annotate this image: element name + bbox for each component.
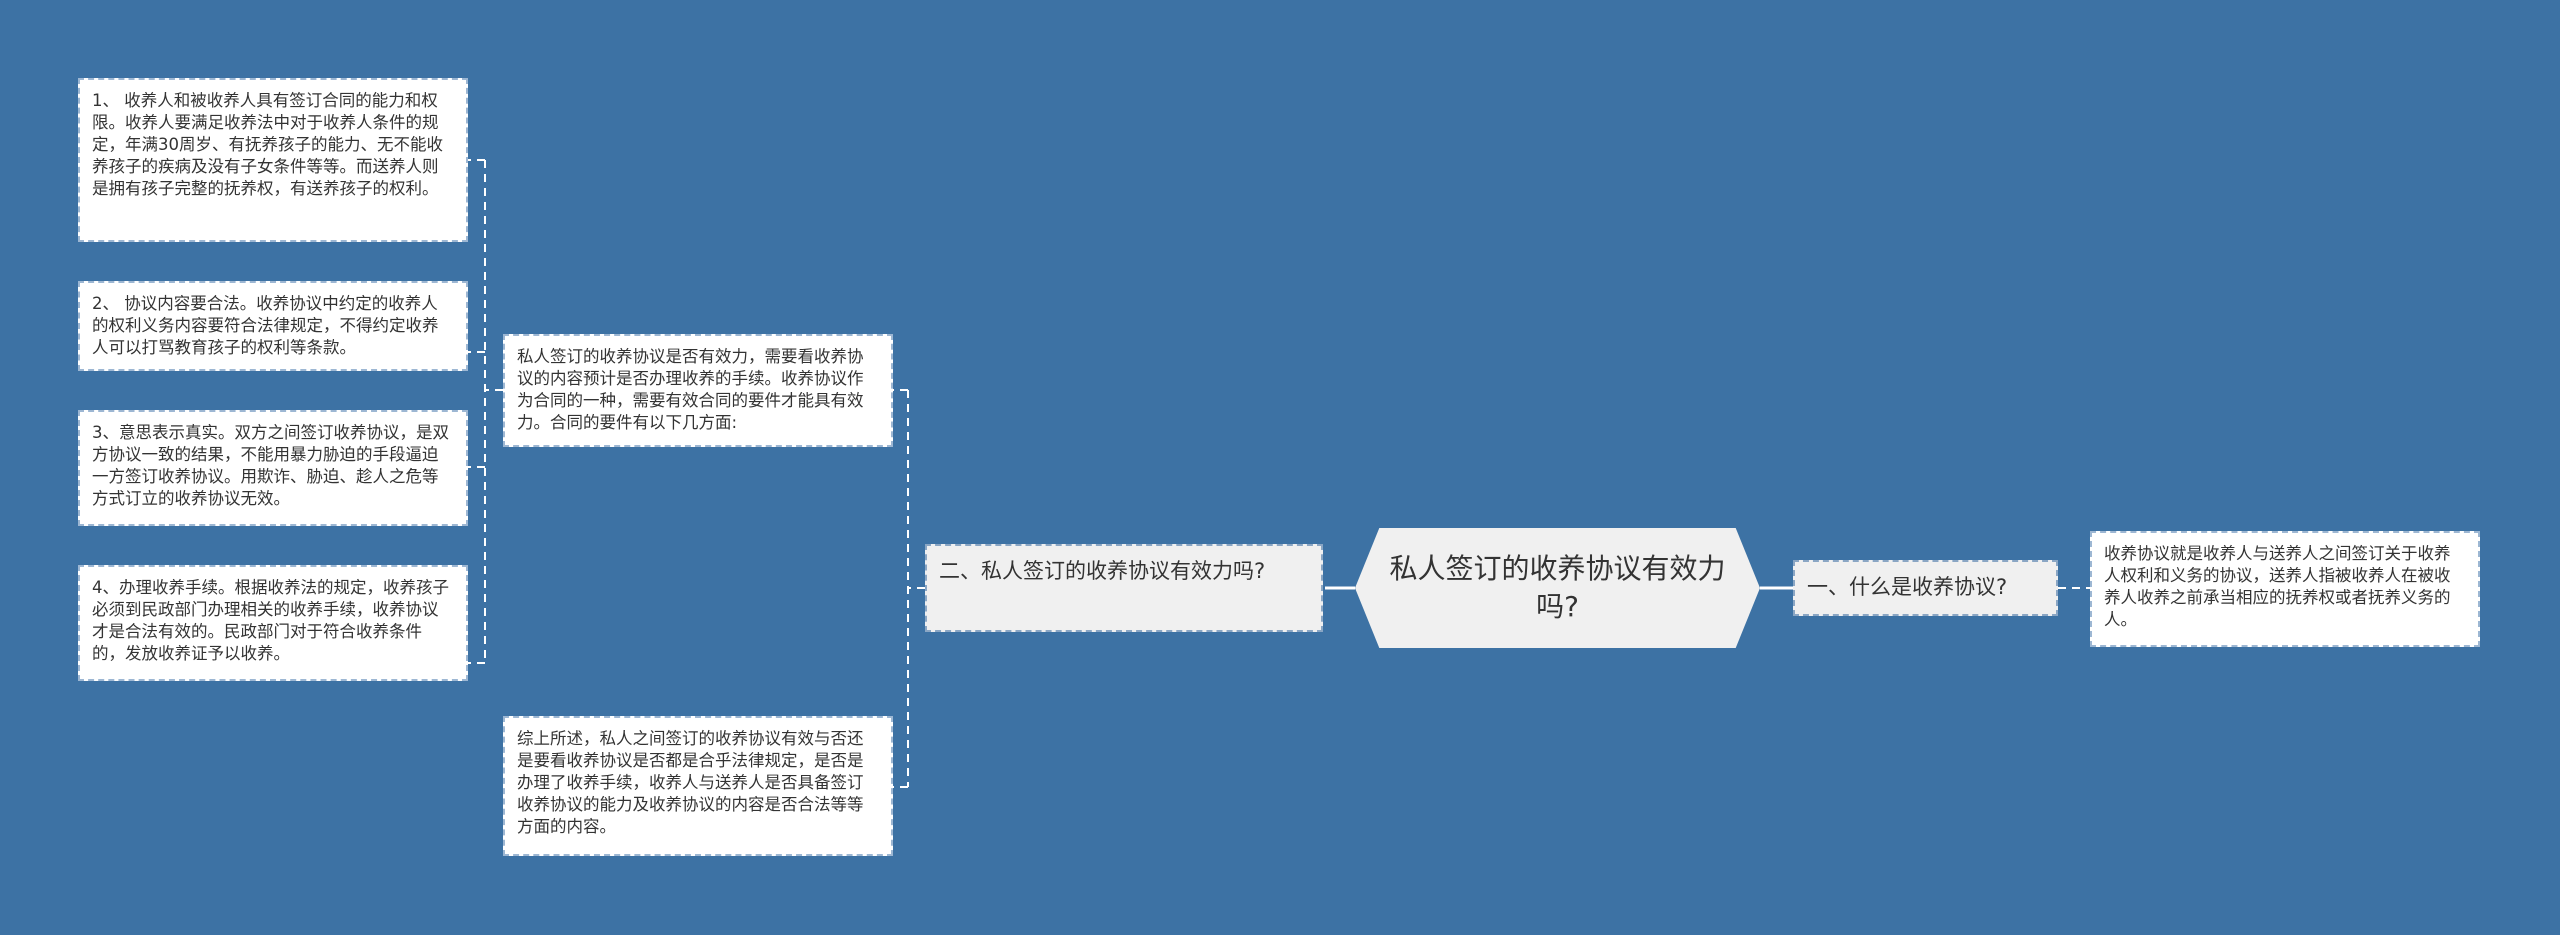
leaf-text: 私人签订的收养协议是否有效力，需要看收养协议的内容预计是否办理收养的手续。收养协…: [517, 347, 864, 432]
leaf-text: 4、办理收养手续。根据收养法的规定，收养孩子必须到民政部门办理相关的收养手续，收…: [92, 578, 449, 663]
branch-is-private-agreement-valid[interactable]: 二、私人签订的收养协议有效力吗?: [925, 544, 1323, 632]
leaf-requirement-4-procedures[interactable]: 4、办理收养手续。根据收养法的规定，收养孩子必须到民政部门办理相关的收养手续，收…: [78, 565, 468, 681]
root-topic-node[interactable]: 私人签订的收养协议有效力吗?: [1355, 528, 1760, 648]
leaf-conclusion[interactable]: 综上所述，私人之间签订的收养协议有效与否还是要看收养协议是否都是合乎法律规定，是…: [503, 716, 893, 856]
leaf-text: 2、 协议内容要合法。收养协议中约定的收养人的权利义务内容要符合法律规定，不得约…: [92, 294, 439, 357]
leaf-requirement-1-capacity[interactable]: 1、 收养人和被收养人具有签订合同的能力和权限。收养人要满足收养法中对于收养人条…: [78, 78, 468, 242]
root-topic-text: 私人签订的收养协议有效力吗?: [1389, 552, 1726, 623]
leaf-adoption-agreement-definition[interactable]: 收养协议就是收养人与送养人之间签订关于收养人权利和义务的协议，送养人指被收养人在…: [2090, 531, 2480, 647]
branch-label: 二、私人签订的收养协议有效力吗?: [939, 559, 1266, 583]
branch-label: 一、什么是收养协议?: [1807, 575, 2008, 599]
leaf-text: 1、 收养人和被收养人具有签订合同的能力和权限。收养人要满足收养法中对于收养人条…: [92, 91, 443, 198]
leaf-requirement-2-legal-content[interactable]: 2、 协议内容要合法。收养协议中约定的收养人的权利义务内容要符合法律规定，不得约…: [78, 281, 468, 371]
leaf-text: 综上所述，私人之间签订的收养协议有效与否还是要看收养协议是否都是合乎法律规定，是…: [517, 729, 864, 836]
leaf-text: 3、意思表示真实。双方之间签订收养协议，是双方协议一致的结果，不能用暴力胁迫的手…: [92, 423, 449, 508]
leaf-requirement-3-true-intention[interactable]: 3、意思表示真实。双方之间签订收养协议，是双方协议一致的结果，不能用暴力胁迫的手…: [78, 410, 468, 526]
leaf-validity-conditions-intro[interactable]: 私人签订的收养协议是否有效力，需要看收养协议的内容预计是否办理收养的手续。收养协…: [503, 334, 893, 447]
branch-what-is-adoption-agreement[interactable]: 一、什么是收养协议?: [1793, 560, 2058, 616]
leaf-text: 收养协议就是收养人与送养人之间签订关于收养人权利和义务的协议，送养人指被收养人在…: [2104, 544, 2451, 629]
